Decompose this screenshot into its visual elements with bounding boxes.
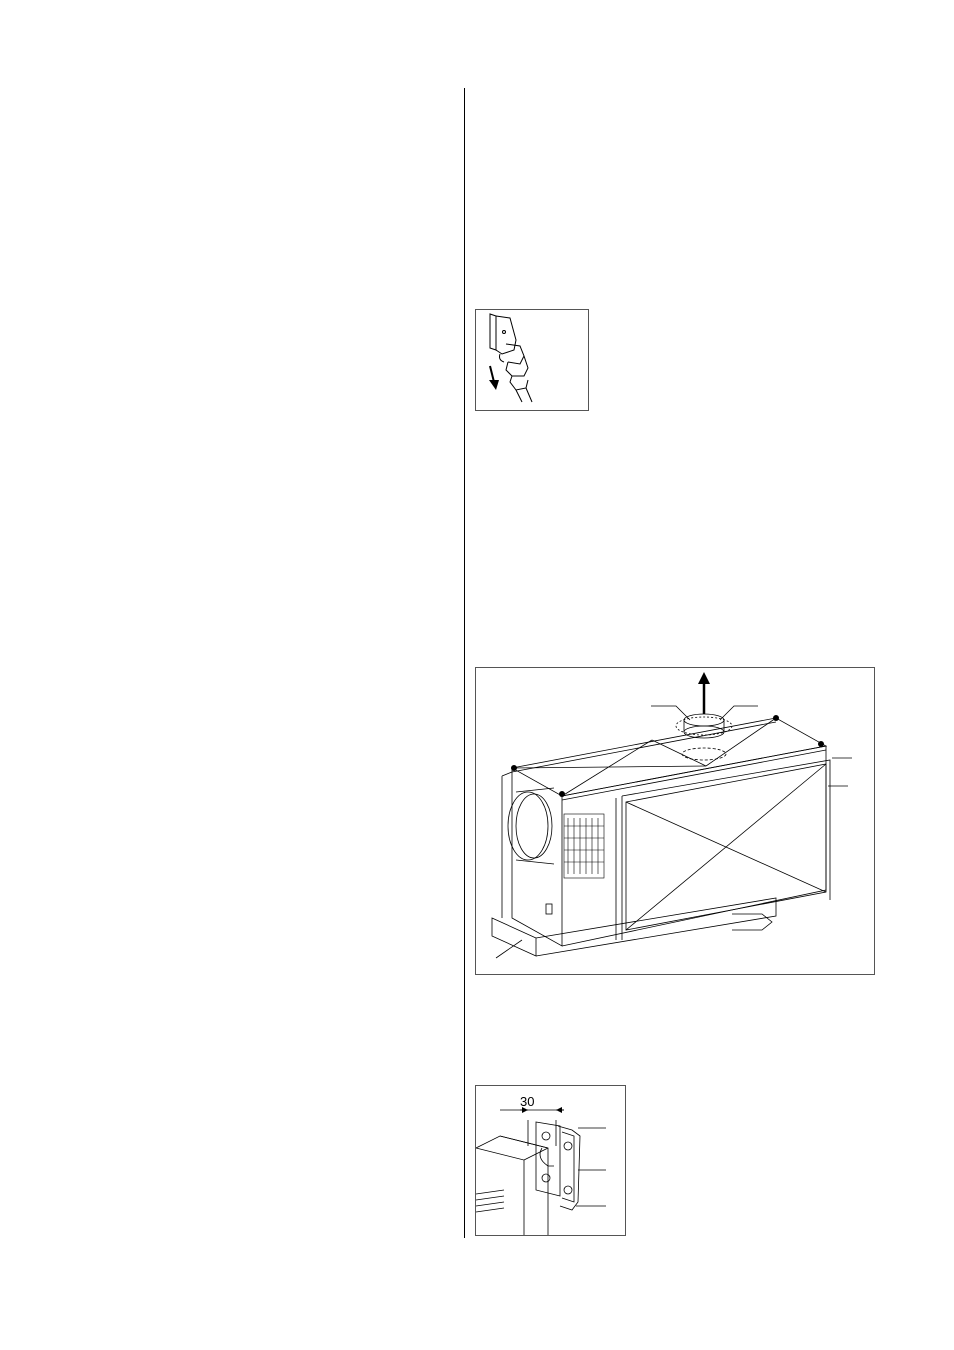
plug-disconnect-figure xyxy=(475,309,589,411)
bracket-illustration: 30 xyxy=(476,1094,606,1235)
plug-illustration xyxy=(489,313,533,403)
column-divider xyxy=(464,88,465,1238)
unit-isometric-figure xyxy=(475,667,875,975)
dimension-arrows xyxy=(520,1107,564,1113)
down-arrow-icon xyxy=(489,365,499,390)
dimension-label: 30 xyxy=(520,1094,534,1109)
unit-illustration xyxy=(491,672,852,959)
up-arrow-icon xyxy=(698,672,710,714)
mount-bracket-figure: 30 xyxy=(475,1085,626,1236)
